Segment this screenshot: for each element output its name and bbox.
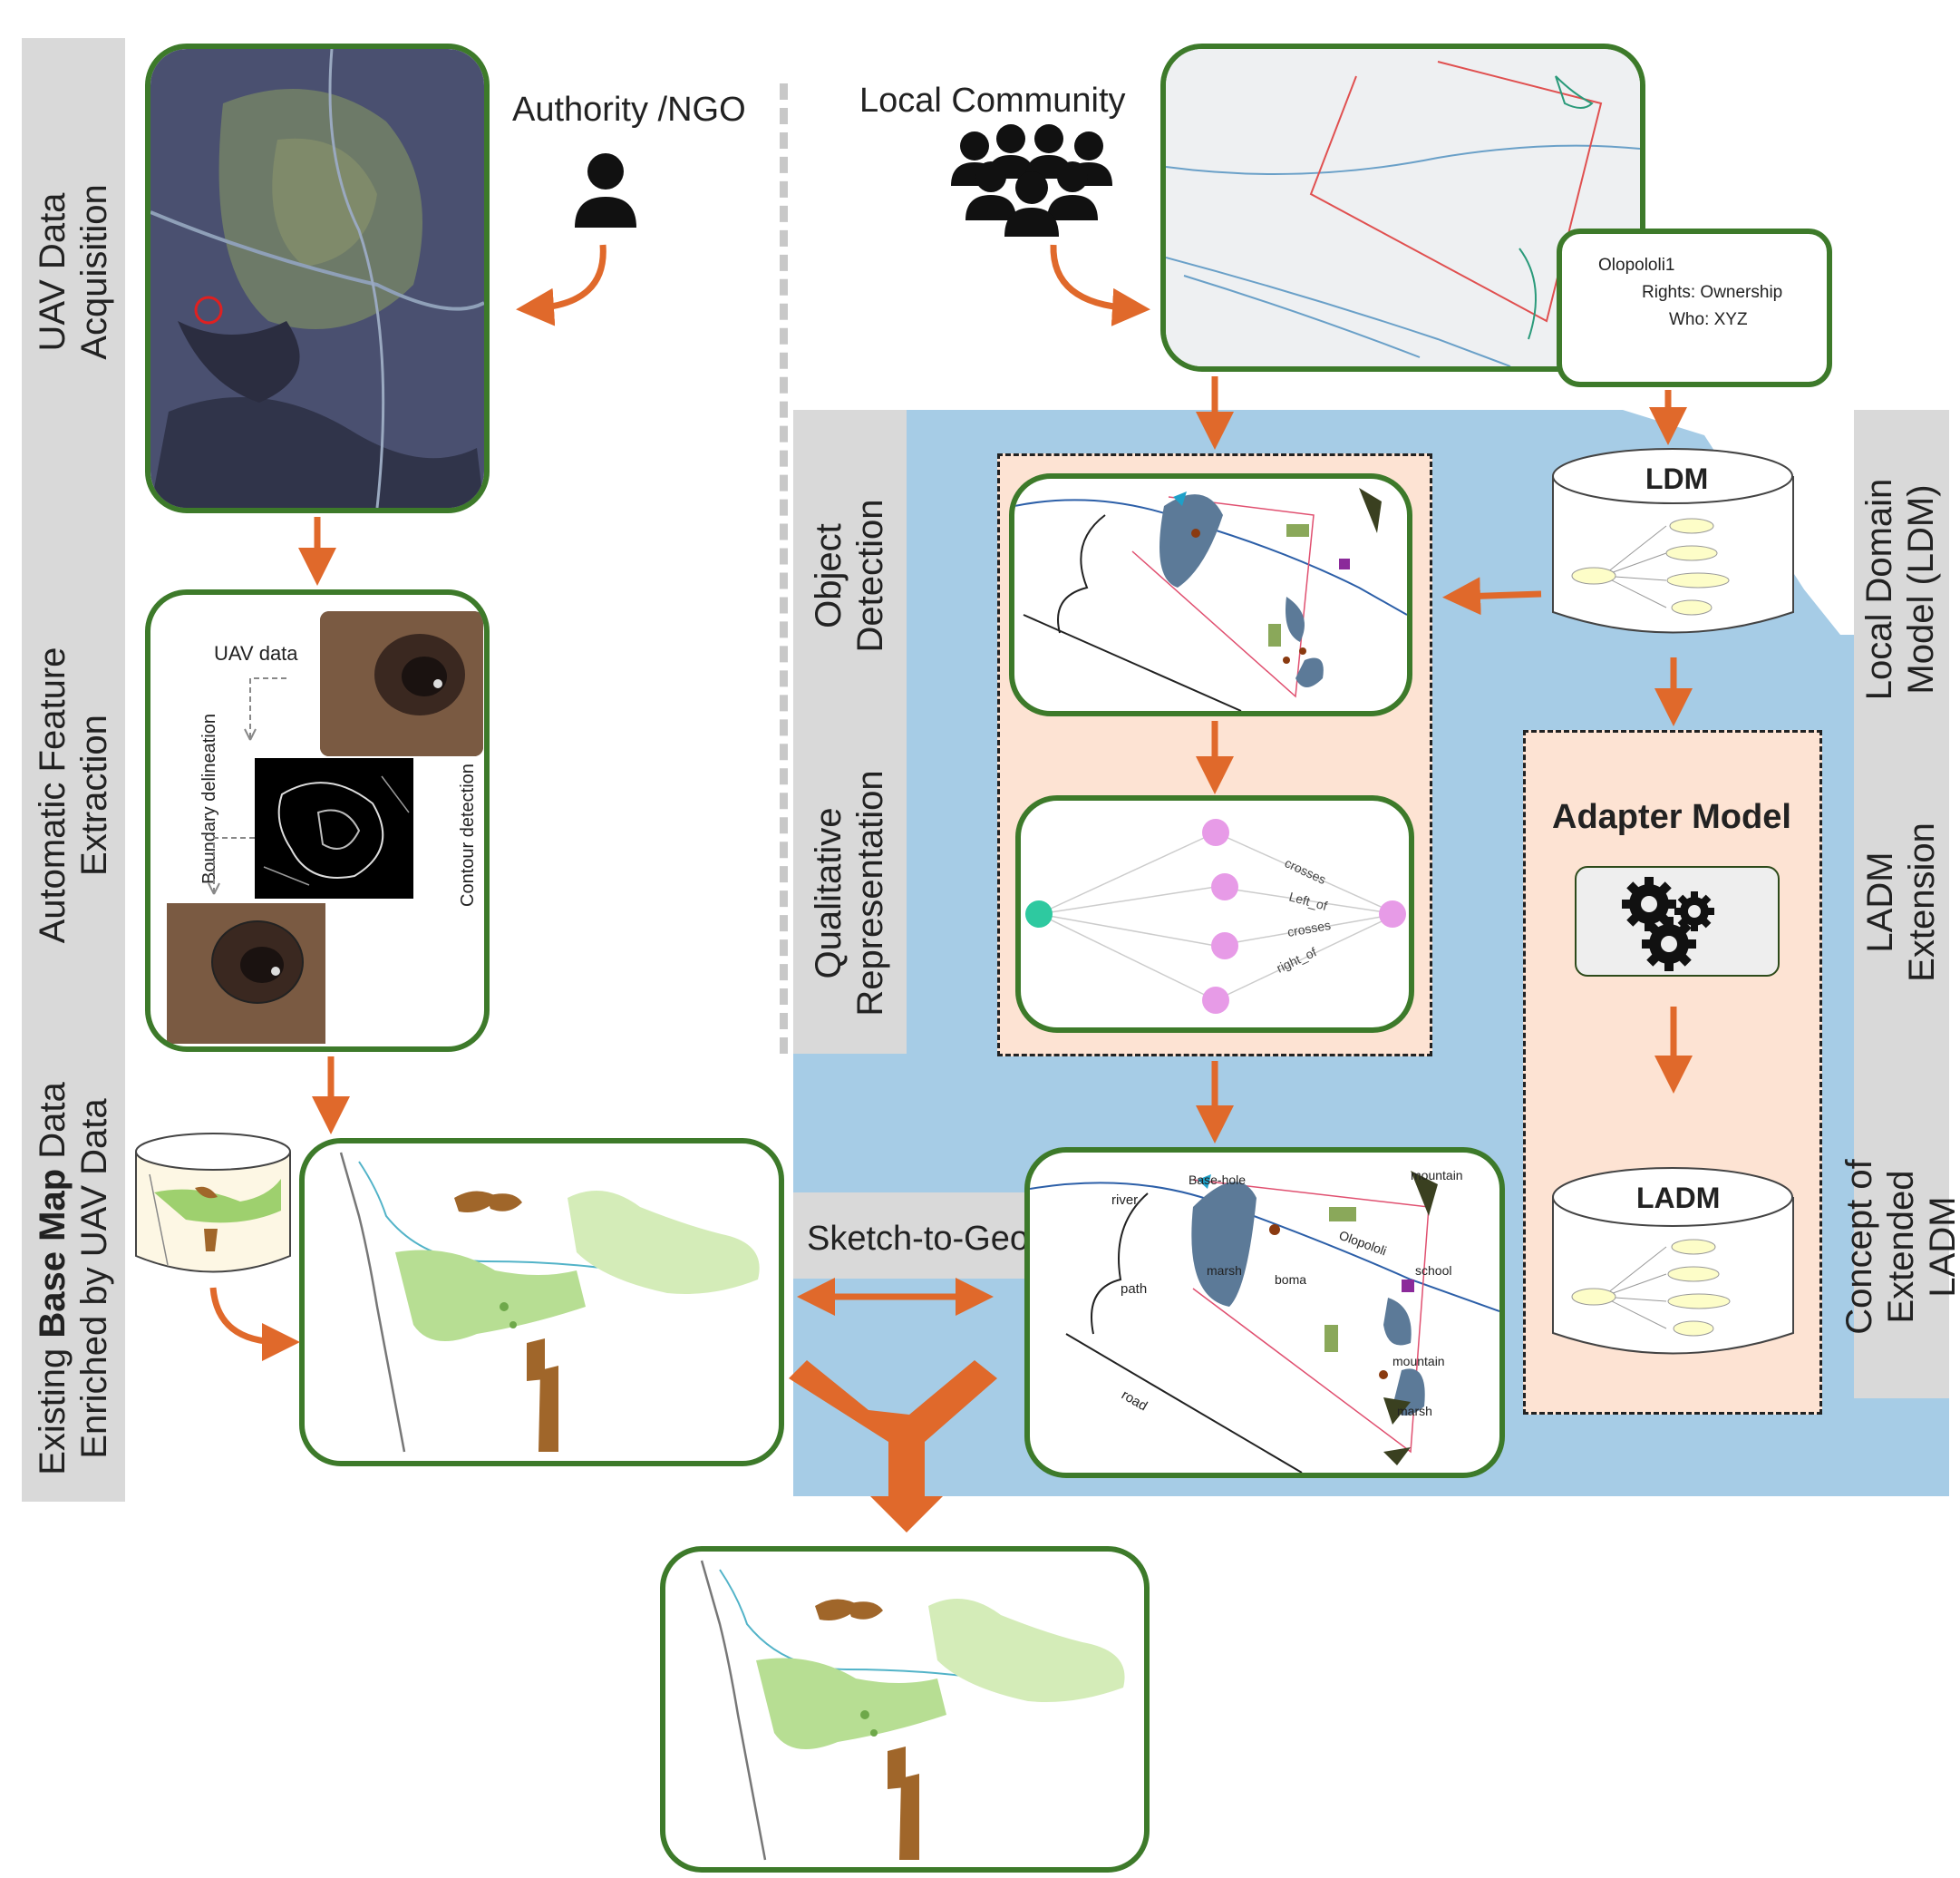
relation-graph: crosses Left_of crosses right_of (1025, 819, 1406, 1014)
relation-crosses-1: crosses (1283, 855, 1328, 887)
land-record-info-box: Olopololi1 Rights: Ownership Who: XYZ (1557, 229, 1832, 387)
label-base-hole: Base-hole (1189, 1173, 1246, 1187)
community-label: Local Community (859, 82, 1126, 120)
label-olopololi: Olopololi (1337, 1228, 1389, 1259)
uav-image-card (145, 44, 490, 513)
hand-drawn-sketch (1166, 49, 1640, 366)
label-mountain-2: mountain (1392, 1354, 1445, 1368)
stage-label-extended-ladm: Concept of Extended LADM (1839, 1159, 1960, 1335)
ldm-label: LDM (1645, 462, 1709, 495)
sketch-to-geo-label: Sketch-to-Geo (807, 1220, 1029, 1258)
uav-data-photo (320, 611, 483, 756)
label-path: path (1121, 1281, 1147, 1297)
adapter-model-title: Adapter Model (1552, 798, 1791, 836)
ladm-label: LADM (1636, 1182, 1721, 1214)
left-stage-bar (22, 38, 125, 1502)
ldm-database-icon (1552, 448, 1794, 634)
who-label: Who: XYZ (1669, 310, 1748, 329)
sketch-to-geo-bar (793, 1192, 1031, 1279)
uav-satellite-image (150, 49, 484, 508)
detected-objects-map (1014, 488, 1407, 711)
group-icon (951, 124, 1112, 237)
divider-dashed (780, 83, 788, 1054)
label-boma: boma (1275, 1272, 1306, 1287)
flow-connector-lines (208, 677, 286, 895)
rights-label: Rights: Ownership (1642, 283, 1783, 302)
final-map-image (700, 1560, 1125, 1861)
label-marsh-2: marsh (1397, 1404, 1432, 1418)
object-detection-card (1009, 473, 1412, 716)
stage-label-ldm: Local Domain Model (LDM) (1859, 478, 1941, 701)
qualitative-graph-card: crosses Left_of crosses right_of (1015, 795, 1414, 1033)
base-map-database-icon (135, 1133, 291, 1273)
aligned-sketch-map: river path road Base-hole mountain Olopo… (1030, 1168, 1499, 1473)
aligned-sketch-card: river path road Base-hole mountain Olopo… (1024, 1147, 1505, 1478)
gears-icon (1622, 877, 1714, 971)
stage-label-object-detection: Object Detection (809, 499, 890, 653)
label-marsh-1: marsh (1207, 1263, 1242, 1278)
uav-data-label: UAV data (214, 642, 298, 665)
label-school: school (1415, 1263, 1451, 1278)
base-map-card (299, 1138, 784, 1466)
relation-left-of: Left_of (1287, 889, 1329, 913)
ladm-database-icon (1552, 1167, 1794, 1355)
authority-label: Authority /NGO (512, 91, 746, 129)
label-road: road (1119, 1387, 1150, 1415)
stage-label-qualitative: Qualitative Representation (809, 770, 890, 1017)
relation-right-of: right_of (1275, 944, 1319, 975)
base-map-image (339, 1152, 760, 1453)
feature-extraction-card: UAV data Boundary delineation Contour de… (145, 589, 490, 1052)
label-mountain-1: mountain (1411, 1168, 1463, 1182)
relation-crosses-2: crosses (1286, 918, 1332, 939)
final-map-card (660, 1546, 1150, 1873)
person-icon (575, 153, 636, 228)
parcel-name: Olopololi1 (1598, 256, 1675, 275)
label-river: river (1111, 1192, 1138, 1208)
contour-image (255, 758, 413, 899)
middle-stage-bar (793, 410, 907, 1054)
adapter-gears-box (1575, 866, 1780, 977)
right-stage-bar (1854, 410, 1949, 1398)
stage-label-ladm-extension: LADM Extension (1860, 822, 1942, 982)
boundary-image (167, 903, 325, 1044)
